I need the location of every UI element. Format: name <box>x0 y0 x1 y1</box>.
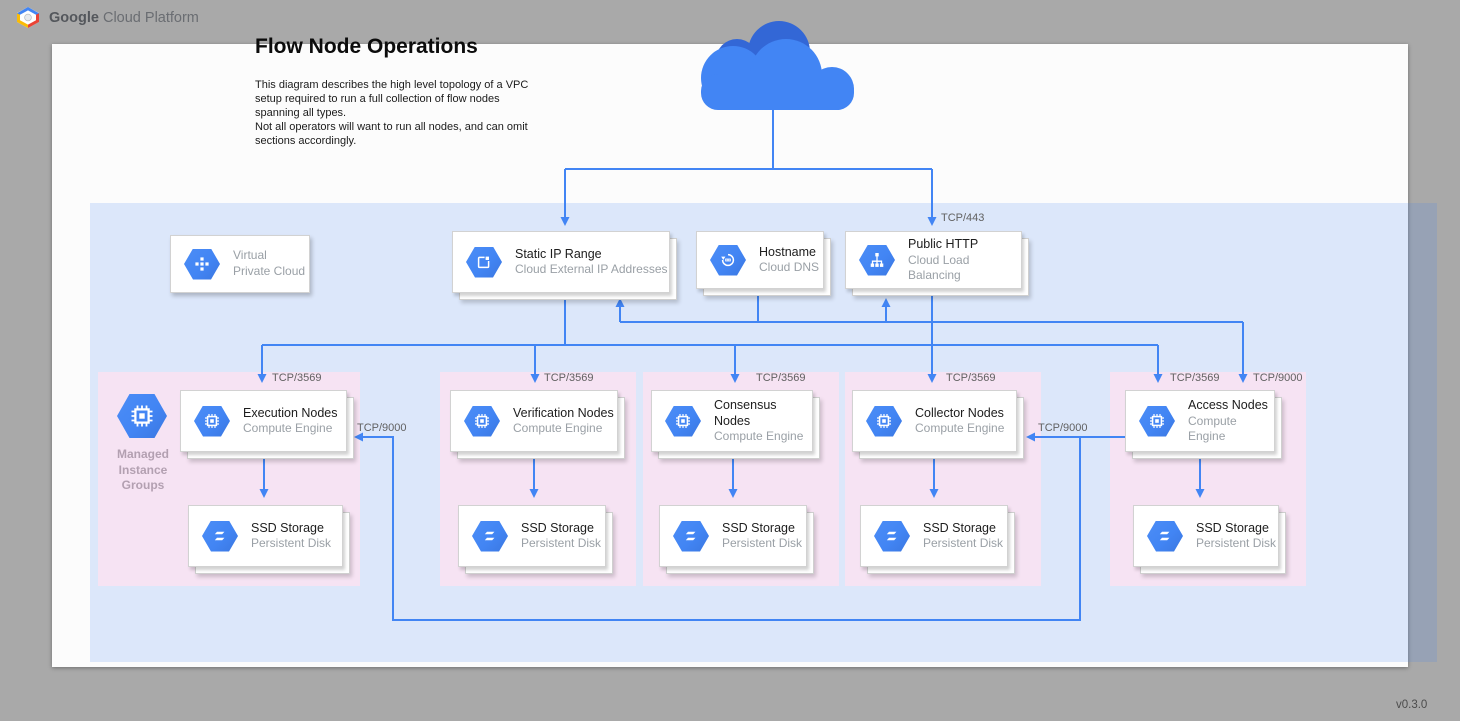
card-subtitle: Compute Engine <box>915 421 1004 437</box>
card-title: Public HTTP <box>908 236 1021 252</box>
collector-nodes-card: Collector Nodes Compute Engine <box>852 390 1017 452</box>
external-ip-icon <box>466 247 502 278</box>
execution-ssd-card: SSD Storage Persistent Disk <box>188 505 343 567</box>
card-title: SSD Storage <box>923 520 1003 536</box>
card-subtitle: Private Cloud <box>233 264 305 280</box>
execution-nodes-card: Execution Nodes Compute Engine <box>180 390 347 452</box>
card-title: Access Nodes <box>1188 397 1274 413</box>
port-label-tcp3569-access: TCP/3569 <box>1170 372 1220 384</box>
collector-ssd-card: SSD Storage Persistent Disk <box>860 505 1008 567</box>
card-title: SSD Storage <box>1196 520 1276 536</box>
cloud-dns-icon <box>710 245 746 276</box>
card-subtitle: Compute Engine <box>714 429 812 445</box>
card-subtitle: Compute Engine <box>513 421 614 437</box>
card-subtitle: Persistent Disk <box>1196 536 1276 552</box>
load-balancer-icon <box>859 245 895 276</box>
persistent-disk-icon <box>673 521 709 552</box>
verification-ssd-card: SSD Storage Persistent Disk <box>458 505 606 567</box>
card-subtitle: Persistent Disk <box>722 536 802 552</box>
card-title: SSD Storage <box>521 520 601 536</box>
card-title: SSD Storage <box>722 520 802 536</box>
card-subtitle: Compute Engine <box>1188 414 1274 445</box>
gcp-logo-icon <box>16 7 40 28</box>
card-subtitle: Persistent Disk <box>923 536 1003 552</box>
card-title: Virtual <box>233 248 305 264</box>
port-label-tcp9000-access: TCP/9000 <box>1253 372 1303 384</box>
card-title: Static IP Range <box>515 246 668 262</box>
access-nodes-card: Access Nodes Compute Engine <box>1125 390 1275 452</box>
card-title: Verification Nodes <box>513 405 614 421</box>
internet-cloud-icon <box>683 18 863 110</box>
managed-instance-groups-label: Managed Instance Groups <box>99 447 187 494</box>
mig-label-line3: Groups <box>99 478 187 494</box>
compute-engine-icon <box>665 406 701 437</box>
persistent-disk-icon <box>202 521 238 552</box>
verification-nodes-card: Verification Nodes Compute Engine <box>450 390 618 452</box>
brand-google: Google <box>49 10 99 26</box>
mig-label-line2: Instance <box>99 463 187 479</box>
description-paragraph-1: This diagram describes the high level to… <box>255 78 531 120</box>
access-ssd-card: SSD Storage Persistent Disk <box>1133 505 1279 567</box>
card-subtitle: Cloud DNS <box>759 260 819 276</box>
mig-label-line1: Managed <box>99 447 187 463</box>
card-title: SSD Storage <box>251 520 331 536</box>
compute-engine-icon <box>1139 406 1175 437</box>
port-label-tcp3569-execution: TCP/3569 <box>272 372 322 384</box>
vpc-icon <box>184 249 220 280</box>
card-title: Collector Nodes <box>915 405 1004 421</box>
card-subtitle: Persistent Disk <box>251 536 331 552</box>
port-label-tcp9000-collector: TCP/9000 <box>1038 422 1088 434</box>
card-title: Consensus Nodes <box>714 397 812 430</box>
port-label-tcp3569-consensus: TCP/3569 <box>756 372 806 384</box>
page-description: This diagram describes the high level to… <box>255 78 531 148</box>
card-title: Execution Nodes <box>243 405 338 421</box>
port-label-tcp9000-execution: TCP/9000 <box>357 422 407 434</box>
card-title: Hostname <box>759 244 819 260</box>
persistent-disk-icon <box>1147 521 1183 552</box>
persistent-disk-icon <box>472 521 508 552</box>
gcp-brand: Google Cloud Platform <box>16 7 199 28</box>
description-paragraph-2: Not all operators will want to run all n… <box>255 120 531 148</box>
consensus-ssd-card: SSD Storage Persistent Disk <box>659 505 807 567</box>
public-http-lb-card: Public HTTP Cloud Load Balancing <box>845 231 1022 289</box>
brand-text: Google Cloud Platform <box>49 10 199 26</box>
compute-engine-icon <box>194 406 230 437</box>
virtual-private-cloud-card: Virtual Private Cloud <box>170 235 310 293</box>
card-subtitle: Cloud External IP Addresses <box>515 262 668 278</box>
port-label-tcp443: TCP/443 <box>941 212 984 224</box>
static-ip-range-card: Static IP Range Cloud External IP Addres… <box>452 231 670 293</box>
consensus-nodes-card: Consensus Nodes Compute Engine <box>651 390 813 452</box>
compute-engine-icon <box>464 406 500 437</box>
compute-engine-icon <box>866 406 902 437</box>
card-subtitle: Cloud Load Balancing <box>908 253 1021 284</box>
persistent-disk-icon <box>874 521 910 552</box>
version-label: v0.3.0 <box>1396 699 1427 711</box>
port-label-tcp3569-verification: TCP/3569 <box>544 372 594 384</box>
port-label-tcp3569-collector: TCP/3569 <box>946 372 996 384</box>
card-subtitle: Compute Engine <box>243 421 338 437</box>
hostname-dns-card: Hostname Cloud DNS <box>696 231 824 289</box>
brand-cloud-platform: Cloud Platform <box>103 10 199 26</box>
card-subtitle: Persistent Disk <box>521 536 601 552</box>
page-title: Flow Node Operations <box>255 35 478 59</box>
